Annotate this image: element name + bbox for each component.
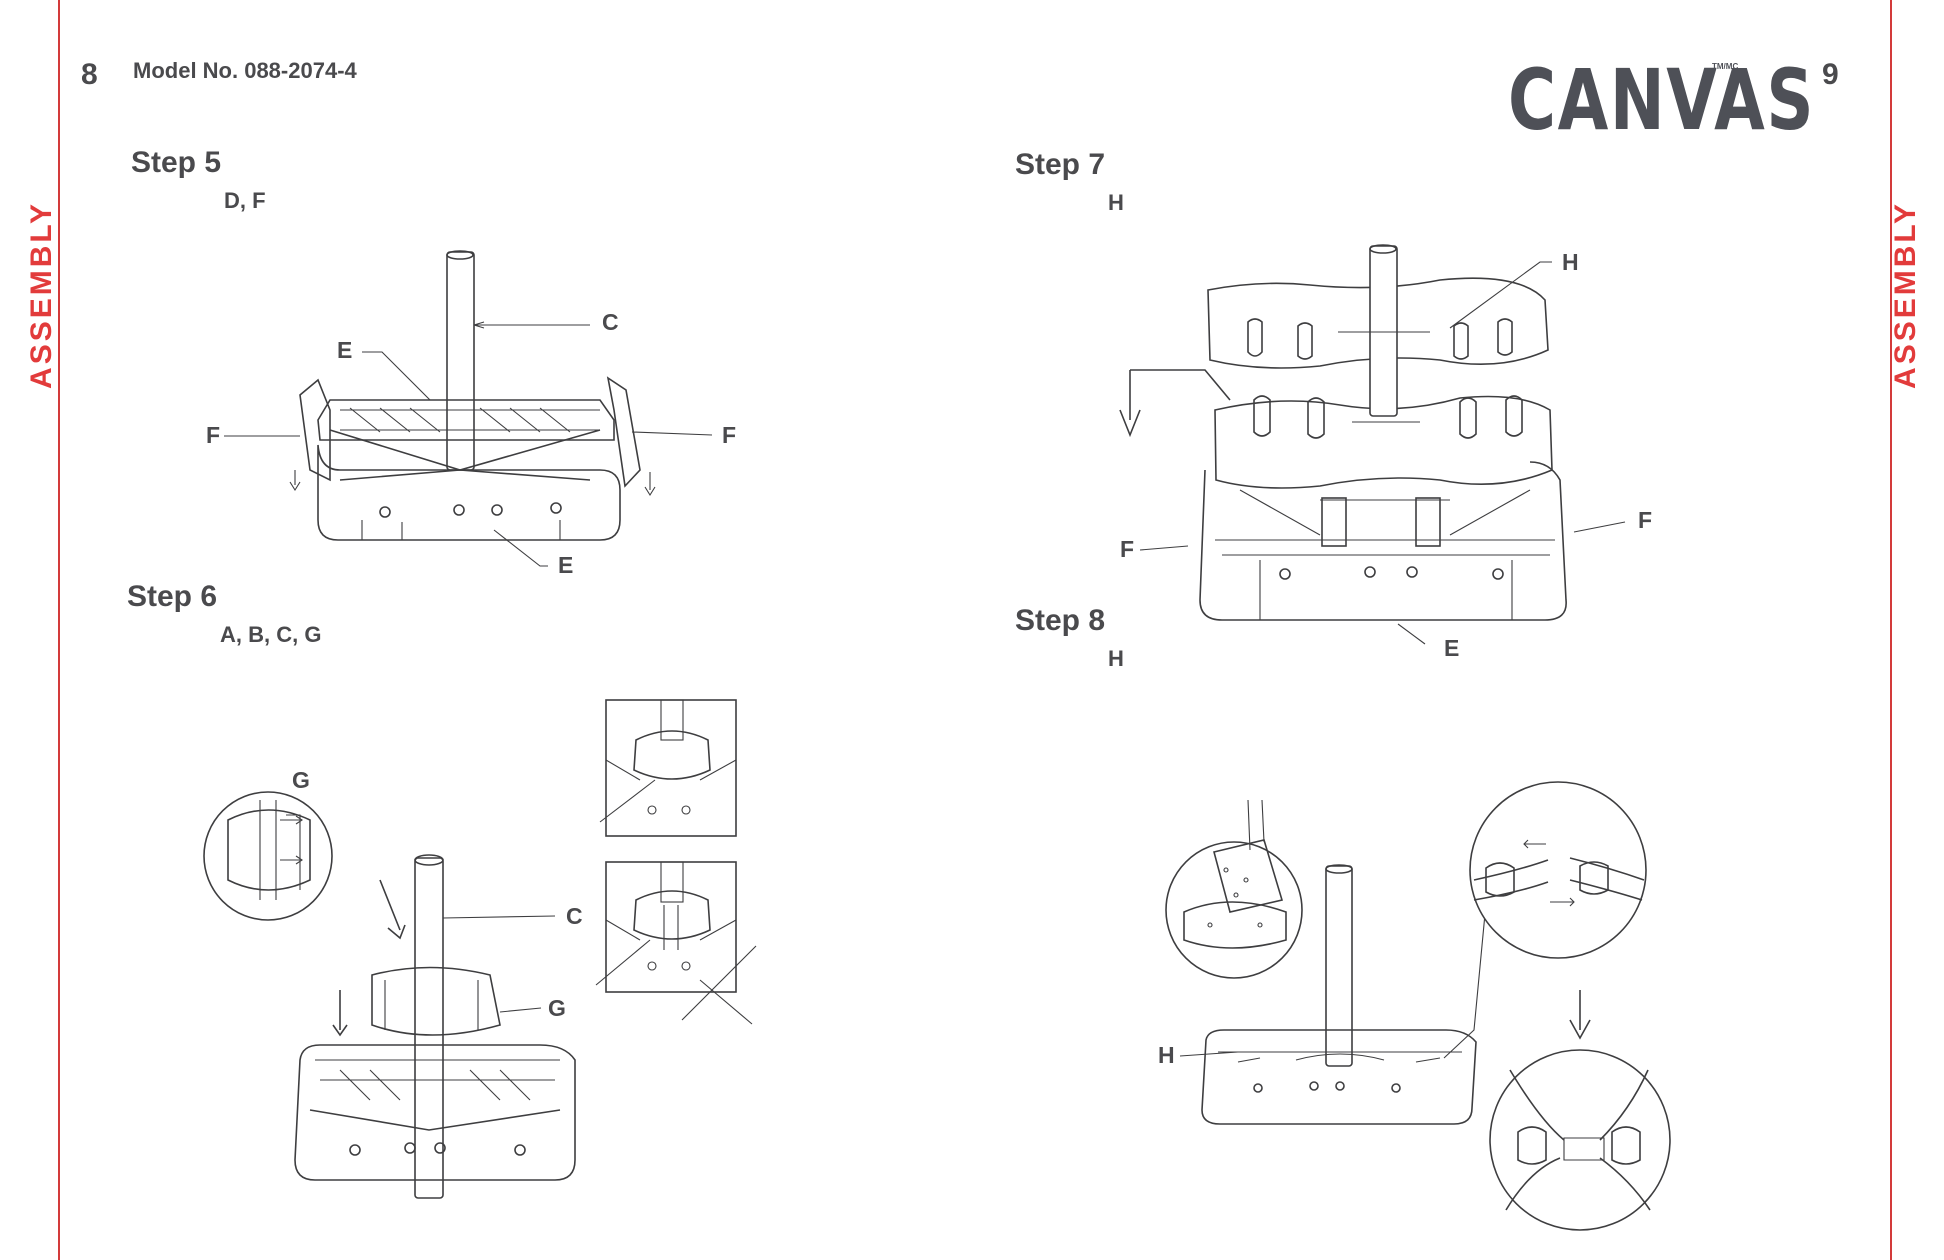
step-5-title: Step 5 [131, 146, 221, 180]
callout-f-step7-left: F [1120, 536, 1134, 562]
callout-c-step6: C [566, 903, 583, 929]
callout-g-step6: G [548, 995, 566, 1021]
inset-panel-top [606, 700, 736, 836]
brand-logo: CANVAS [1508, 58, 1815, 142]
detail-circle-sand [1166, 842, 1302, 978]
callout-h-step8: H [1158, 1042, 1175, 1068]
left-page-number: 8 [81, 58, 98, 92]
step-8-title: Step 8 [1015, 604, 1105, 638]
inset-panel-bottom [606, 862, 736, 992]
callout-h-step7: H [1562, 249, 1579, 275]
right-section-tab: ASSEMBLY [1889, 201, 1923, 389]
callout-c-step5: C [602, 309, 619, 335]
step-6-diagram: G C G [204, 700, 756, 1198]
detail-circle-bracket [204, 792, 332, 920]
detail-circle-buckle-open [1470, 782, 1646, 958]
trademark-mark: TM/MC [1712, 62, 1738, 71]
step-8-parts: H [1108, 646, 1124, 672]
step-7-diagram: H F F E [1120, 245, 1652, 661]
step-7-title: Step 7 [1015, 148, 1105, 182]
callout-e-bottom: E [558, 552, 573, 578]
callout-g-detail: G [292, 767, 310, 793]
left-margin-rule: ASSEMBLY [0, 0, 60, 1260]
callout-e-step7: E [1444, 635, 1459, 661]
detail-circle-buckle-closed [1490, 1050, 1670, 1230]
step-6-parts: A, B, C, G [220, 622, 321, 648]
callout-f-right: F [722, 422, 736, 448]
right-margin-rule: ASSEMBLY [1890, 0, 1944, 1260]
step-8-diagram: H [1158, 782, 1670, 1230]
step-5-diagram: C E F F E [206, 251, 736, 578]
step-6-title: Step 6 [127, 580, 217, 614]
model-number: Model No. 088-2074-4 [133, 58, 357, 84]
left-section-tab: ASSEMBLY [25, 201, 59, 389]
right-page-number: 9 [1822, 58, 1839, 92]
callout-f-step7-right: F [1638, 507, 1652, 533]
callout-f-left: F [206, 422, 220, 448]
step-5-parts: D, F [224, 188, 266, 214]
step-7-parts: H [1108, 190, 1124, 216]
callout-e-top: E [337, 337, 352, 363]
